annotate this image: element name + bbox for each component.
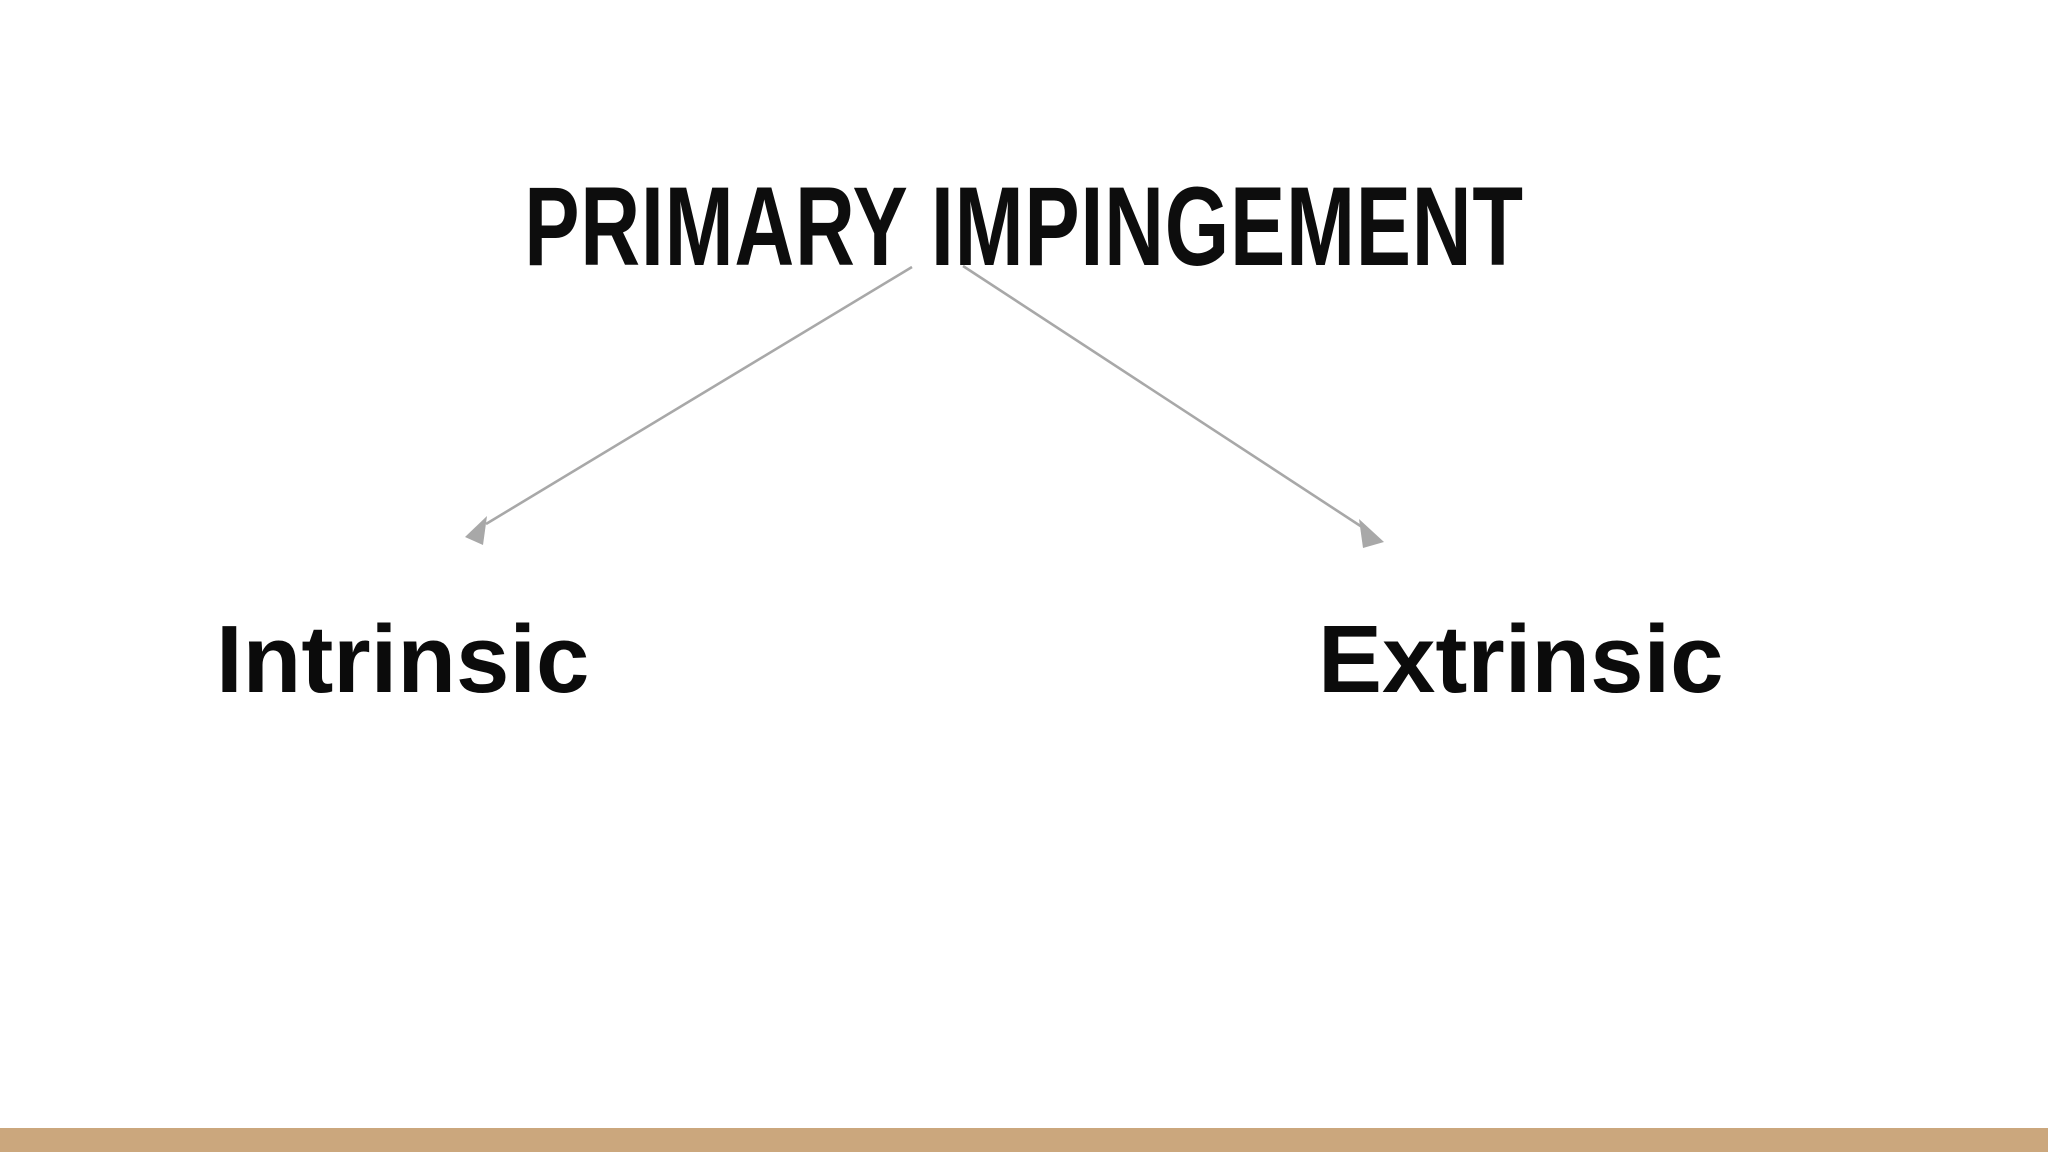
branch-label-intrinsic: Intrinsic: [216, 606, 590, 713]
arrow-to-extrinsic: [962, 264, 1384, 548]
arrowhead-intrinsic: [465, 516, 487, 545]
arrow-to-intrinsic: [465, 265, 913, 545]
arrow-line-intrinsic: [485, 265, 913, 526]
arrow-line-extrinsic: [962, 264, 1363, 529]
arrowhead-extrinsic: [1359, 519, 1384, 548]
branch-label-extrinsic: Extrinsic: [1318, 606, 1724, 713]
bottom-accent-bar: [0, 1128, 2048, 1152]
page-title: PRIMARY IMPINGEMENT: [524, 164, 1524, 290]
